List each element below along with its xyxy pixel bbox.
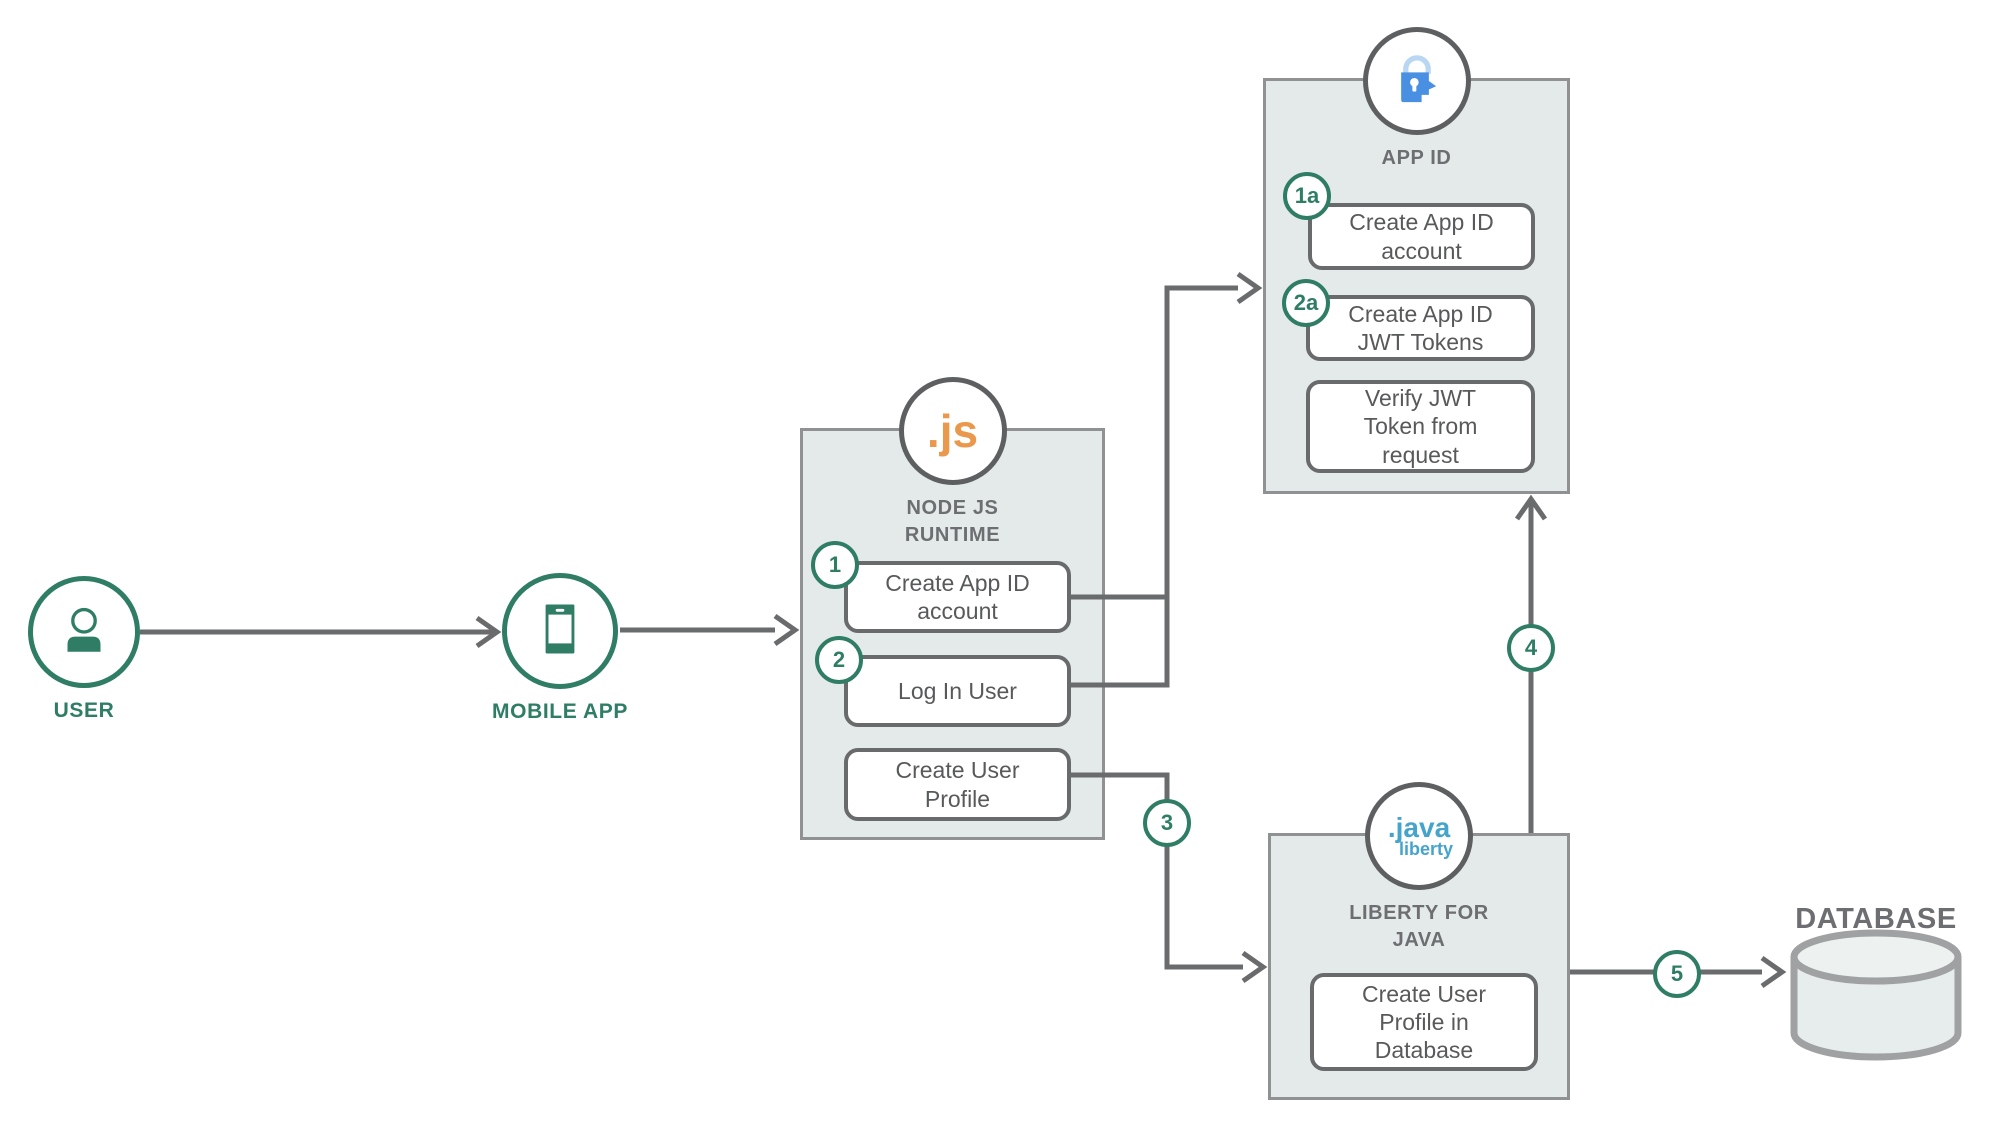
user-icon	[51, 597, 117, 668]
java-liberty-icon: .java	[1387, 812, 1451, 843]
step-log-in-user: Log In User	[844, 655, 1071, 727]
step-create-user-profile-db: Create User Profile in Database	[1310, 973, 1538, 1071]
appid-box-title: APP ID	[1381, 147, 1452, 169]
nodejs-js-icon: .js	[926, 405, 979, 457]
user-node	[28, 576, 140, 688]
nodejs-logo-circle: .js	[898, 377, 1007, 485]
step-appid-create-account: Create App ID account	[1308, 203, 1535, 270]
arrowhead-to-liberty	[1241, 950, 1268, 984]
nodejs-runtime-box: .js NODE JS RUNTIME Create App ID accoun…	[800, 377, 1105, 840]
appid-logo-circle	[1362, 27, 1471, 135]
user-label: USER	[53, 699, 115, 722]
badge-step-2: 2	[815, 636, 863, 684]
badge-step-4: 4	[1507, 624, 1555, 672]
liberty-logo-circle: .java liberty	[1365, 782, 1473, 890]
arrowhead-user-to-mobile	[475, 615, 502, 649]
step-appid-verify-jwt: Verify JWT Token from request	[1306, 380, 1535, 473]
nodejs-box-title: NODE JS RUNTIME	[904, 497, 1001, 546]
step-create-appid-account: Create App ID account	[844, 561, 1071, 633]
badge-step-5: 5	[1653, 950, 1701, 998]
arrowhead-to-database	[1760, 955, 1787, 989]
mobile-app-label: MOBILE APP	[492, 700, 628, 723]
phone-icon	[524, 593, 596, 670]
badge-step-1a: 1a	[1283, 172, 1331, 220]
badge-step-3: 3	[1143, 799, 1191, 847]
badge-step-2a: 2a	[1282, 279, 1330, 327]
step-create-user-profile: Create User Profile	[844, 748, 1071, 821]
liberty-box-title: LIBERTY FOR JAVA	[1349, 902, 1489, 951]
java-liberty-icon-sub: liberty	[1398, 839, 1454, 859]
arrowhead-mobile-to-nodejs	[773, 613, 800, 647]
arrowhead-liberty-to-appid	[1514, 494, 1548, 521]
liberty-for-java-box: .java liberty LIBERTY FOR JAVA Create Us…	[1268, 782, 1570, 1100]
mobile-app-node	[502, 573, 618, 689]
step-appid-create-jwt: Create App ID JWT Tokens	[1306, 295, 1535, 361]
arrowhead-to-appid	[1236, 271, 1263, 305]
badge-step-1: 1	[811, 541, 859, 589]
lock-head-icon	[1384, 46, 1450, 117]
database-cylinder-icon	[1785, 929, 1967, 1074]
